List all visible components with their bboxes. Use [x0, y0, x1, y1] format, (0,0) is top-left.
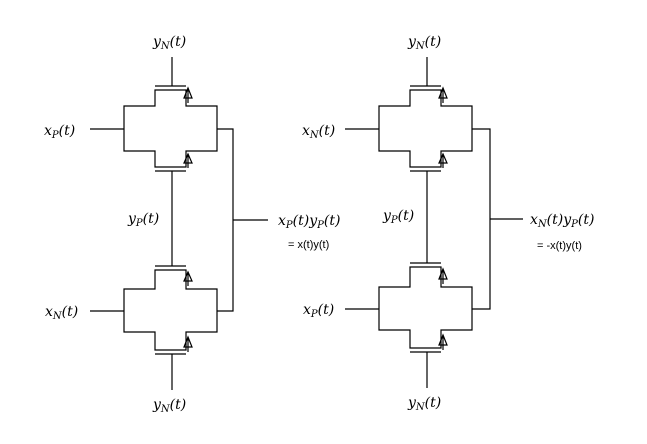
right-lower-top-arrow — [438, 267, 448, 284]
left-lower-cross — [123, 269, 218, 351]
right-middle-label: yP(t) — [382, 208, 414, 226]
left-lower-device — [123, 265, 218, 355]
left-upper-cross — [123, 89, 218, 168]
right-output-note: = -x(t)y(t) — [537, 240, 582, 252]
right-upper-device — [378, 85, 473, 172]
left-output-label: xP(t)yP(t) — [278, 213, 340, 231]
left-output-note: = x(t)y(t) — [288, 239, 329, 251]
left-upper-device — [123, 85, 218, 172]
right-lower-cross — [378, 266, 473, 349]
left-upper-top-arrow — [183, 86, 193, 103]
right-lower-input-label: xP(t) — [303, 302, 334, 320]
left-top-label: yN(t) — [152, 34, 186, 52]
right-upper-top-arrow — [438, 86, 448, 103]
right-circuit — [345, 57, 523, 388]
left-bottom-label: yN(t) — [152, 397, 186, 415]
right-output-bracket — [472, 128, 523, 310]
left-middle-label: yP(t) — [127, 211, 159, 229]
left-lower-bottom-arrow — [183, 335, 193, 352]
right-bottom-label: yN(t) — [407, 395, 441, 413]
left-upper-input-label: xP(t) — [44, 123, 75, 141]
left-upper-bottom-arrow — [183, 152, 193, 168]
right-upper-cross — [378, 89, 473, 168]
right-upper-bottom-arrow — [438, 152, 448, 168]
left-lower-top-arrow — [183, 270, 193, 286]
right-output-label: xN(t)yP(t) — [530, 212, 594, 230]
right-lower-bottom-arrow — [438, 333, 448, 350]
right-lower-device — [378, 262, 473, 353]
left-circuit — [90, 57, 268, 390]
left-lower-input-label: xN(t) — [45, 304, 78, 322]
right-top-label: yN(t) — [407, 34, 441, 52]
right-upper-input-label: xN(t) — [302, 123, 335, 141]
left-output-bracket — [217, 128, 268, 312]
